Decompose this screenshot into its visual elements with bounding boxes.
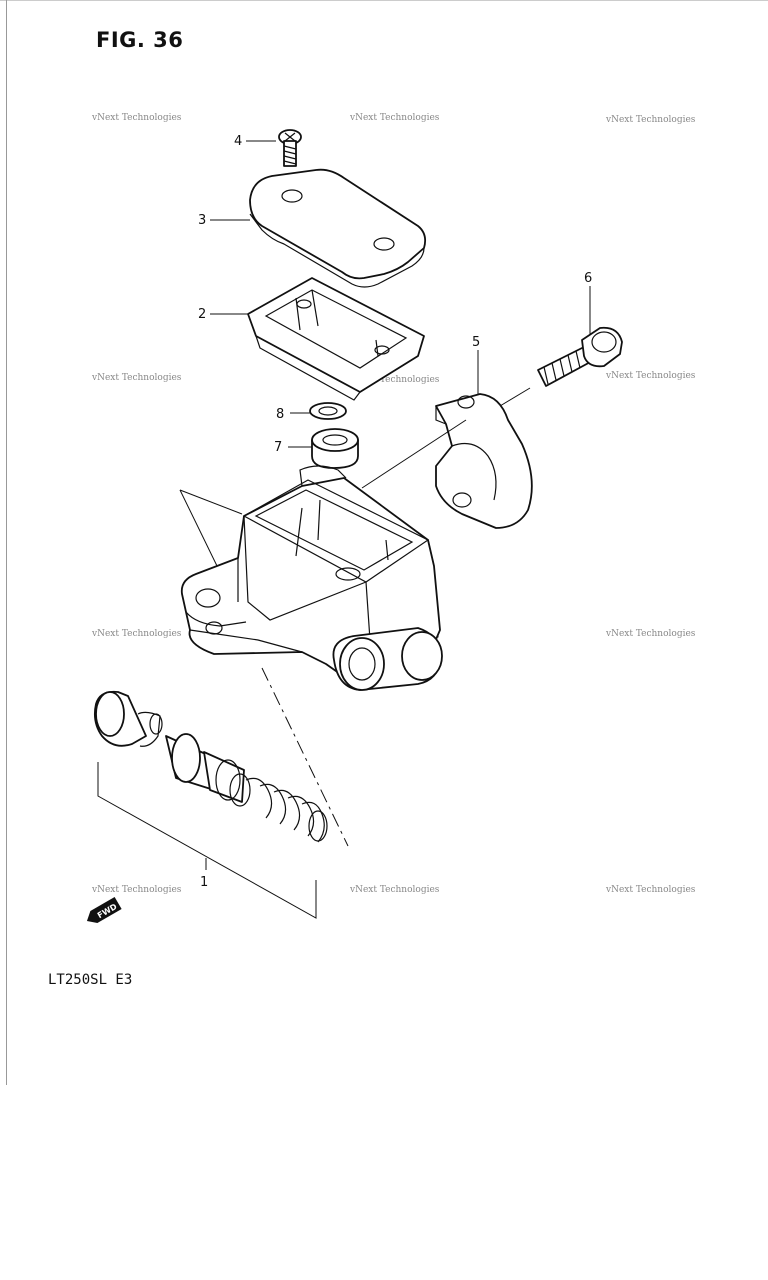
watermark-12: vNext Technologies	[605, 885, 696, 895]
master-cylinder-body	[180, 465, 443, 691]
kit-bracket	[97, 762, 317, 919]
watermark-2: vNext Technologies	[349, 113, 440, 123]
part-1-piston-kit	[93, 690, 328, 843]
part-4-screw	[278, 129, 302, 167]
part-6-bolt	[537, 326, 623, 387]
figure-title: FIG. 36	[96, 28, 184, 52]
model-label: LT250SL E3	[48, 972, 133, 988]
guide-bolt	[499, 387, 531, 407]
guide-piston-left	[179, 489, 219, 569]
guide-piston-top	[179, 489, 243, 515]
watermark-4: vNext Technologies	[91, 373, 182, 383]
watermark-10: vNext Technologies	[91, 885, 182, 895]
callout-6: 6	[584, 271, 592, 286]
page-border-top	[0, 0, 768, 1]
page-border-left	[6, 0, 7, 1085]
callout-4: 4	[234, 134, 242, 149]
guide-clamp	[361, 419, 467, 489]
callout-1: 1	[200, 875, 208, 890]
callout-2: 2	[198, 307, 206, 322]
fwd-arrow-icon: FWD	[86, 896, 122, 924]
watermark-11: vNext Technologies	[349, 885, 440, 895]
watermark-7: vNext Technologies	[91, 629, 182, 639]
part-2-diaphragm	[247, 277, 425, 401]
callout-7: 7	[274, 440, 282, 455]
callout-3: 3	[198, 213, 206, 228]
part-7-plate	[311, 428, 359, 469]
callout-8: 8	[276, 407, 284, 422]
watermark-5: vNext Technologies	[349, 375, 440, 385]
watermark-6: vNext Technologies	[605, 371, 696, 381]
watermark-9: vNext Technologies	[605, 629, 696, 639]
guide-piston-axis	[261, 667, 349, 847]
part-8-washer	[309, 402, 347, 420]
callout-5: 5	[472, 335, 480, 350]
part-3-reservoir-cover	[249, 168, 427, 288]
watermark-1: vNext Technologies	[91, 113, 182, 123]
part-5-clamp	[435, 393, 533, 529]
watermark-3: vNext Technologies	[605, 115, 696, 125]
